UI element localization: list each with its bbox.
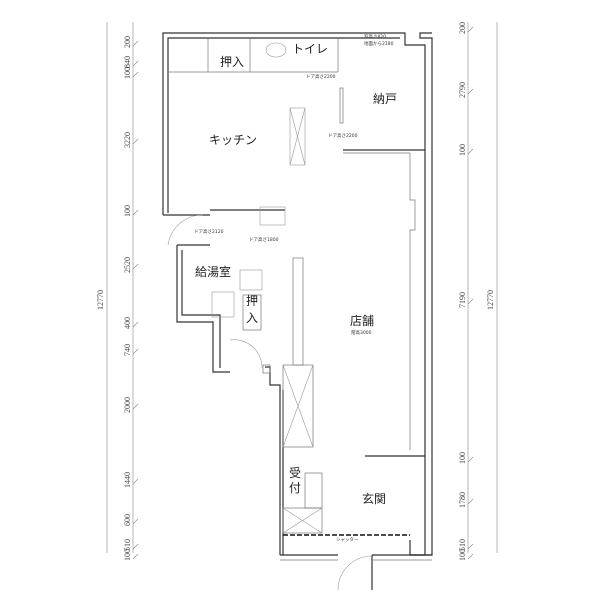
- room-storage: 納戸: [373, 92, 397, 106]
- dimension-label: 1780: [458, 492, 467, 508]
- room-entrance: 玄関: [362, 491, 386, 506]
- dimension-label: 510: [458, 539, 467, 551]
- dimension-label: 200: [458, 22, 467, 34]
- dimension-lines: [106, 22, 498, 553]
- room-kettle: 給湯室: [195, 264, 231, 279]
- dimension-tick: [467, 456, 474, 463]
- dimension-tick: [132, 348, 139, 355]
- room-reception-1: 受: [289, 466, 301, 480]
- dimension-label: 100: [458, 144, 467, 156]
- note-door-toilet: ドア高さ2200: [306, 73, 336, 80]
- dimension-label: 3220: [123, 132, 132, 148]
- dimension-label: 2000: [123, 397, 132, 413]
- note-store-ceiling: 階高3000: [351, 329, 372, 336]
- dimension-tick: [132, 209, 139, 216]
- dimension-tick: [132, 403, 139, 410]
- dimension-label: 2790: [458, 82, 467, 98]
- dimension-tick: [467, 26, 474, 33]
- dimension-label: 400: [123, 317, 132, 329]
- dimension-label: 100: [123, 549, 132, 561]
- dimension-tick: [132, 321, 139, 328]
- dimension-label: 840: [123, 56, 132, 68]
- dimension-tick: [132, 138, 139, 145]
- dimension-tick: [132, 543, 139, 550]
- dimension-tick: [467, 498, 474, 505]
- dimension-label: 510: [123, 539, 132, 551]
- dimension-label: 740: [123, 344, 132, 356]
- dimension-label: 200: [123, 36, 132, 48]
- dim-left-total: 12770: [96, 290, 105, 310]
- note-shutter: シャッター: [336, 536, 359, 543]
- dimension-tick: [132, 60, 139, 67]
- dimension-label: 100: [458, 452, 467, 464]
- dimension-tick: [467, 148, 474, 155]
- note-window-ground: 地面から2180: [364, 40, 394, 47]
- room-reception-2: 付: [289, 481, 301, 495]
- dimension-label: 100: [458, 549, 467, 561]
- walls: [162, 32, 433, 591]
- dim-right-total: 12770: [486, 290, 495, 310]
- dimension-tick: [132, 71, 139, 78]
- dimension-tick: [132, 263, 139, 270]
- dimension-label: 2520: [123, 257, 132, 273]
- room-kitchen: キッチン: [209, 133, 257, 147]
- dimension-label: 1440: [123, 472, 132, 488]
- dimension-tick: [132, 518, 139, 525]
- note-window-height: 窓高さ820: [364, 33, 386, 40]
- dimension-tick: [467, 298, 474, 305]
- dimension-label: 600: [123, 514, 132, 526]
- note-door-kettle: ドア高さ1800: [249, 236, 279, 243]
- dimension-tick: [132, 553, 139, 560]
- dimension-tick: [467, 88, 474, 95]
- room-store: 店舗: [350, 314, 374, 328]
- dimension-tick: [467, 553, 474, 560]
- room-closet-lower-1: 押: [246, 294, 258, 308]
- dimension-label: 100: [123, 205, 132, 217]
- dimension-label: 7190: [458, 292, 467, 308]
- note-door-storage: ドア高さ2200: [328, 132, 358, 139]
- dimensions-left: 2008401003220100252040074020001440600510…: [123, 36, 139, 561]
- dimension-tick: [132, 478, 139, 485]
- room-closet-top: 押入: [220, 55, 244, 69]
- dimension-tick: [132, 40, 139, 47]
- room-closet-lower-2: 入: [246, 311, 258, 325]
- note-door-kitchen: ドア高さ2120: [194, 228, 224, 235]
- dimension-label: 100: [123, 67, 132, 79]
- dimension-tick: [467, 543, 474, 550]
- room-toilet: トイレ: [292, 42, 328, 56]
